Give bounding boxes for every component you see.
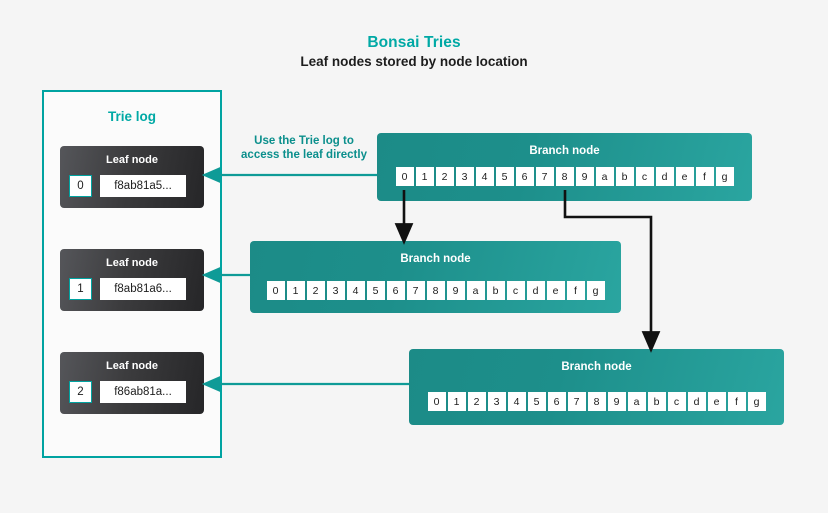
branch-cell[interactable]: 9: [575, 167, 594, 186]
branch-cell[interactable]: c: [506, 281, 525, 300]
branch-cell[interactable]: c: [667, 392, 686, 411]
branch-cell[interactable]: 1: [447, 392, 466, 411]
branch-cell[interactable]: g: [586, 281, 605, 300]
trie-log-title: Trie log: [107, 109, 156, 124]
branch-cell[interactable]: c: [635, 167, 654, 186]
branch-cell[interactable]: 0: [427, 392, 446, 411]
branch-cell[interactable]: 7: [535, 167, 554, 186]
leaf-node-label: Leaf node: [106, 360, 158, 372]
branch-cell[interactable]: b: [647, 392, 666, 411]
leaf-node-label: Leaf node: [106, 154, 158, 166]
branch-cell[interactable]: 4: [507, 392, 526, 411]
branch-node-label: Branch node: [400, 253, 471, 265]
branch-node-label: Branch node: [529, 145, 600, 157]
branch-cell[interactable]: 0: [266, 281, 285, 300]
branch-cell[interactable]: 9: [607, 392, 626, 411]
leaf-hash-cell: f8ab81a5...: [100, 175, 186, 197]
leaf-node-2[interactable]: Leaf node 2 f86ab81a...: [60, 352, 204, 414]
branch-node-label: Branch node: [561, 361, 632, 373]
branch-cell[interactable]: 4: [346, 281, 365, 300]
branch-cell[interactable]: 7: [567, 392, 586, 411]
branch-cell[interactable]: 6: [515, 167, 534, 186]
branch-cell[interactable]: a: [595, 167, 614, 186]
leaf-index-cell: 0: [69, 175, 92, 197]
branch-cell[interactable]: e: [546, 281, 565, 300]
branch-cell[interactable]: 6: [547, 392, 566, 411]
branch-cell[interactable]: b: [486, 281, 505, 300]
branch-cell[interactable]: 2: [467, 392, 486, 411]
branch-cell[interactable]: b: [615, 167, 634, 186]
leaf-node-label: Leaf node: [106, 257, 158, 269]
leaf-node-row: 1 f8ab81a6...: [69, 278, 186, 300]
annotation-line-2: access the leaf directly: [241, 149, 367, 161]
branch-cell[interactable]: g: [715, 167, 734, 186]
branch-cell[interactable]: 2: [435, 167, 454, 186]
branch-cell[interactable]: 5: [527, 392, 546, 411]
branch-cell[interactable]: 6: [386, 281, 405, 300]
leaf-index-cell: 2: [69, 381, 92, 403]
branch-cell[interactable]: d: [655, 167, 674, 186]
leaf-hash-cell: f86ab81a...: [100, 381, 186, 403]
branch-cell[interactable]: a: [627, 392, 646, 411]
branch-cell[interactable]: 5: [366, 281, 385, 300]
trie-log-annotation: Use the Trie log to access the leaf dire…: [224, 134, 384, 162]
leaf-node-row: 2 f86ab81a...: [69, 381, 186, 403]
page-title: Bonsai Tries: [367, 34, 461, 51]
branch-cell[interactable]: g: [747, 392, 766, 411]
branch-cell[interactable]: 4: [475, 167, 494, 186]
branch-cell[interactable]: e: [707, 392, 726, 411]
branch-cell[interactable]: f: [695, 167, 714, 186]
branch-cell[interactable]: 0: [395, 167, 414, 186]
page-subtitle: Leaf nodes stored by node location: [300, 54, 528, 69]
branch-cell[interactable]: 5: [495, 167, 514, 186]
branch-cell[interactable]: e: [675, 167, 694, 186]
leaf-node-0[interactable]: Leaf node 0 f8ab81a5...: [60, 146, 204, 208]
leaf-index-cell: 1: [69, 278, 92, 300]
branch-cell[interactable]: 1: [286, 281, 305, 300]
branch-cell[interactable]: 9: [446, 281, 465, 300]
branch-cell[interactable]: 7: [406, 281, 425, 300]
branch-cell[interactable]: f: [566, 281, 585, 300]
branch-cell[interactable]: 3: [326, 281, 345, 300]
leaf-hash-cell: f8ab81a6...: [100, 278, 186, 300]
branch-cell[interactable]: a: [466, 281, 485, 300]
branch-cell[interactable]: 3: [487, 392, 506, 411]
annotation-line-1: Use the Trie log to: [254, 135, 354, 147]
branch-cell[interactable]: 8: [555, 167, 574, 186]
branch-cell[interactable]: 1: [415, 167, 434, 186]
leaf-node-1[interactable]: Leaf node 1 f8ab81a6...: [60, 249, 204, 311]
branch-cell[interactable]: d: [687, 392, 706, 411]
branch-cell[interactable]: 3: [455, 167, 474, 186]
branch-cell[interactable]: 8: [426, 281, 445, 300]
branch-cell[interactable]: 8: [587, 392, 606, 411]
branch-cell[interactable]: 2: [306, 281, 325, 300]
branch-cell[interactable]: d: [526, 281, 545, 300]
branch-cell[interactable]: f: [727, 392, 746, 411]
leaf-node-row: 0 f8ab81a5...: [69, 175, 186, 197]
